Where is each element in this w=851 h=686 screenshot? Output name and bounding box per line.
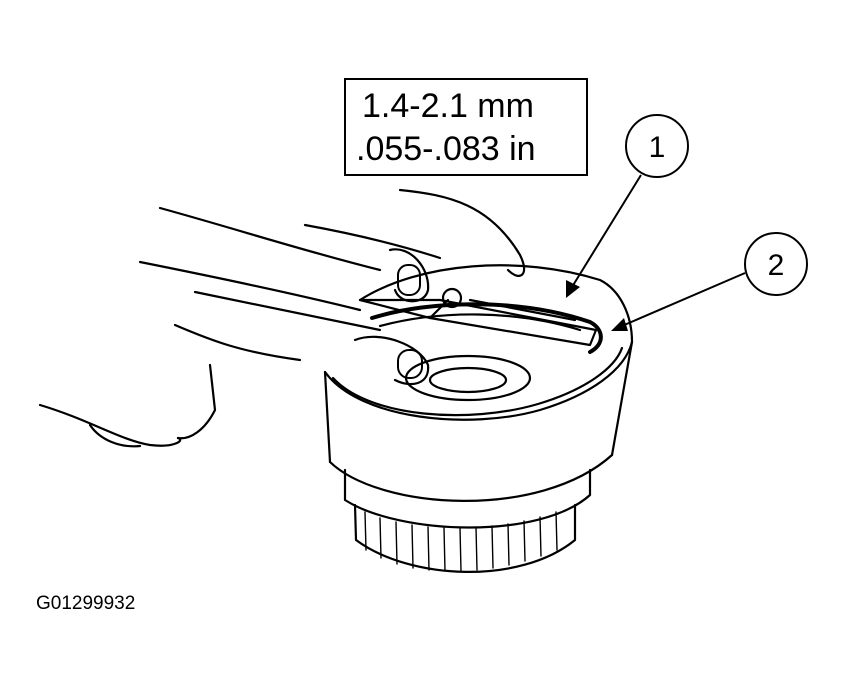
callout-2: 2 — [611, 232, 808, 331]
feeler-gauge — [358, 287, 598, 347]
figure-id: G01299932 — [36, 593, 135, 614]
callout-2-number: 2 — [768, 249, 785, 282]
spline-teeth — [364, 511, 558, 572]
callout-1-number: 1 — [649, 131, 666, 164]
clutch-drum — [323, 264, 634, 573]
technician-hands — [38, 188, 526, 448]
specification-box: 1.4-2.1 mm .055-.083 in — [344, 78, 588, 176]
spec-metric-text: 1.4-2.1 mm — [362, 87, 534, 125]
callout-1: 1 — [566, 114, 689, 298]
spec-imperial-text: .055-.083 in — [356, 130, 536, 168]
